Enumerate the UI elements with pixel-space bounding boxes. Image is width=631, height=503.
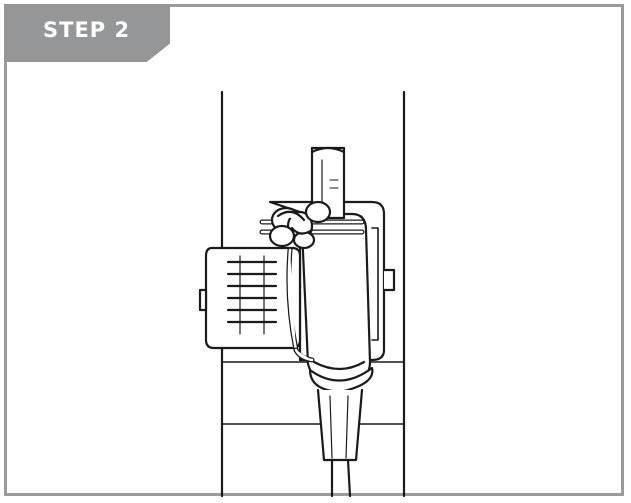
belt-clip (200, 248, 300, 348)
handheld-device (302, 214, 372, 496)
